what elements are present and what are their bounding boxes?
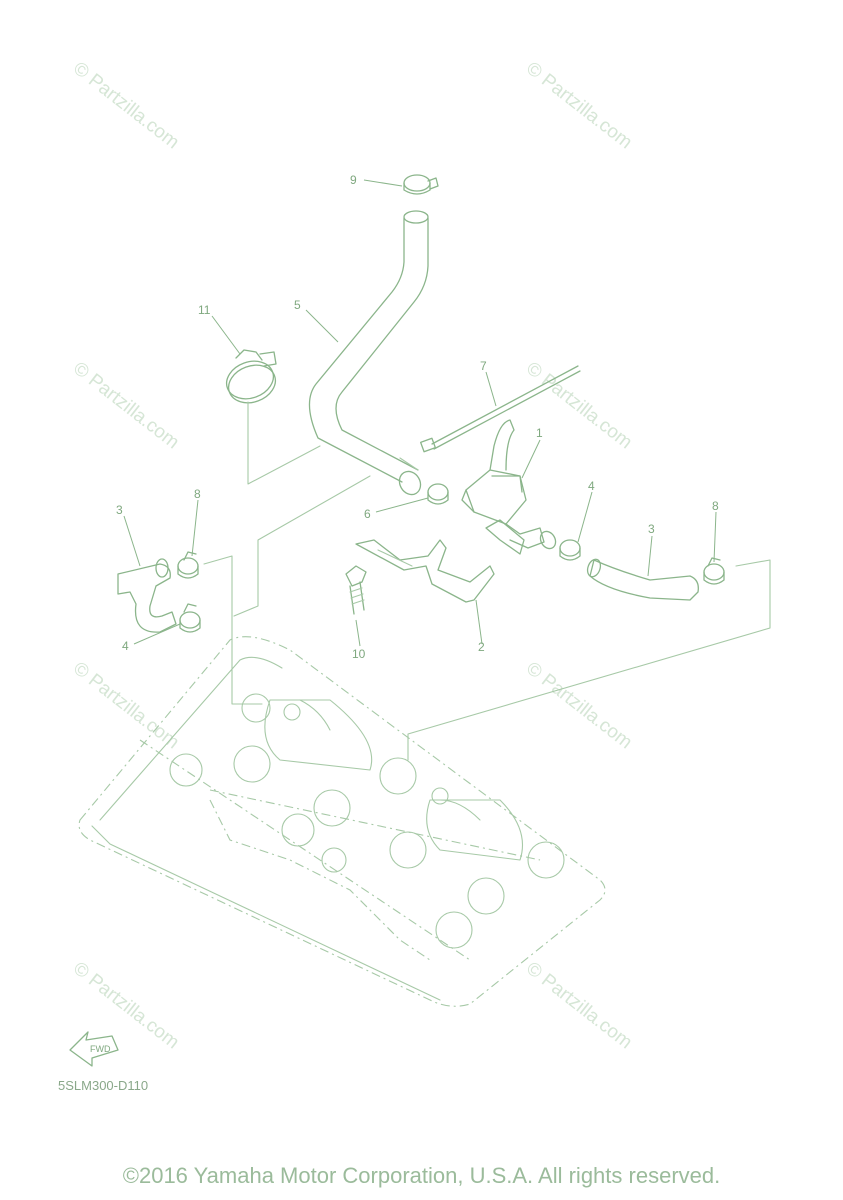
part-11-clamp (225, 349, 277, 404)
fwd-arrow-icon: FWD (69, 1031, 119, 1067)
diagram-code: 5SLM300-D110 (58, 1078, 149, 1093)
callout-10: 10 (352, 647, 366, 661)
callout-3-left: 3 (116, 503, 123, 517)
callout-2: 2 (478, 640, 485, 654)
part-9-clamp (403, 174, 439, 195)
callout-7: 7 (480, 359, 487, 373)
part-2-bracket (355, 539, 495, 603)
callout-4-left: 4 (122, 639, 129, 653)
part-3-hose-left (117, 558, 177, 633)
callout-5: 5 (294, 298, 301, 312)
routing-lines (203, 401, 771, 761)
copyright-notice: ©2016 Yamaha Motor Corporation, U.S.A. A… (122, 1163, 721, 1188)
part-4-clamp-left (179, 603, 201, 633)
part-3-hose-right (586, 558, 699, 601)
part-1-valve (461, 419, 557, 555)
callout-4-right: 4 (588, 479, 595, 493)
callout-9: 9 (350, 173, 357, 187)
part-10-bolt (345, 565, 367, 615)
cylinder-head-cover (78, 636, 606, 1007)
part-4-clamp-right (559, 539, 581, 561)
part-7-cable-tie (420, 365, 581, 453)
part-8-clamp-right (703, 557, 725, 585)
callout-8-right: 8 (712, 499, 719, 513)
callout-1: 1 (536, 426, 543, 440)
callout-3-right: 3 (648, 522, 655, 536)
part-5-hose (308, 210, 429, 496)
callout-leaders (123, 179, 717, 647)
callout-labels: 1 2 3 3 4 4 5 6 7 8 8 9 10 11 (116, 173, 719, 661)
part-6-clamp (427, 483, 449, 505)
part-8-clamp-left (177, 551, 199, 579)
callout-8-left: 8 (194, 487, 201, 501)
callout-6: 6 (364, 507, 371, 521)
callout-11: 11 (198, 303, 211, 317)
fwd-label: FWD (90, 1044, 111, 1054)
